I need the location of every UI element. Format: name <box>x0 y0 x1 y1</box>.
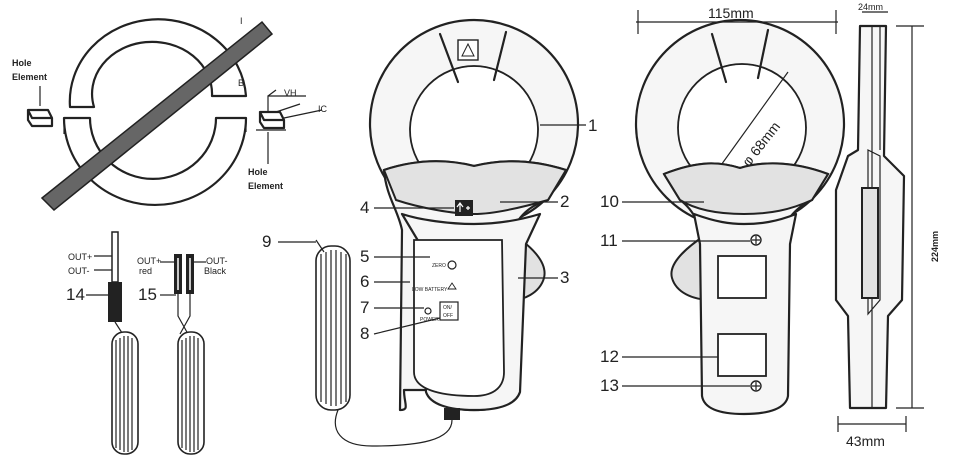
switch-top-label: ON/ <box>443 305 453 311</box>
back-view: φ 68mm 115mm 10 11 12 13 <box>600 5 846 416</box>
plug-14-pin <box>111 231 119 283</box>
dim-bottom: 43mm <box>846 433 885 449</box>
hole-element-left-chip <box>26 108 54 128</box>
side-view: 24mm 224mm 43mm <box>834 2 940 449</box>
front-collar <box>382 160 568 216</box>
power-led <box>424 307 432 315</box>
label-ic: IC <box>318 104 328 114</box>
callout-5: 5 <box>360 247 369 266</box>
back-label-plate-top <box>717 255 767 299</box>
plug-14-body <box>108 282 122 322</box>
callout-9: 9 <box>262 232 271 251</box>
callout-13: 13 <box>600 376 619 395</box>
callout-1: 1 <box>588 116 597 135</box>
conductor-rod <box>40 20 274 212</box>
banana-cables <box>177 294 191 335</box>
callout-4: 4 <box>360 198 369 217</box>
label-hole-left-1: Hole <box>12 58 32 68</box>
back-grip <box>692 212 798 416</box>
front-view: ZERO LOW BATTERY POWER ON/ OFF 1 2 3 4 5… <box>262 18 597 447</box>
label-out-minus-black-1: OUT- <box>206 256 228 266</box>
callout-10: 10 <box>600 192 619 211</box>
screw-bottom-cross <box>752 382 760 390</box>
callout-8: 8 <box>360 324 369 343</box>
hall-sensor-principle: Hole Element Hole Element I B VH IC <box>12 16 328 212</box>
current-direction-icon <box>455 200 473 216</box>
sensor-leads <box>267 89 323 119</box>
output-connectors: OUT+ OUT- 14 OUT+ red OUT- Black 15 <box>66 231 228 455</box>
label-hole-right-2: Element <box>248 181 283 191</box>
label-hole-right-1: Hole <box>248 167 268 177</box>
label-out-plus: OUT+ <box>68 252 92 262</box>
switch-bottom-label: OFF <box>443 313 453 319</box>
label-out-plus-red-2: red <box>139 266 152 276</box>
callout-6: 6 <box>360 272 369 291</box>
callout-3: 3 <box>560 268 569 287</box>
front-cable-coil-lines <box>320 250 347 406</box>
dim-height: 224mm <box>930 231 940 262</box>
label-out-minus-black-2: Black <box>204 266 227 276</box>
label-out-minus: OUT- <box>68 266 90 276</box>
screw-top-cross <box>752 236 760 244</box>
back-jaw-split <box>710 28 770 84</box>
callout-12: 12 <box>600 347 619 366</box>
front-jaw-opening-rim <box>409 65 539 131</box>
dim-top: 24mm <box>858 2 883 12</box>
zero-knob[interactable] <box>447 260 457 270</box>
callout-14: 14 <box>66 285 85 304</box>
current-direction-glyph <box>456 202 470 212</box>
callout-2: 2 <box>560 192 569 211</box>
label-hole-left-2: Element <box>12 72 47 82</box>
callout-8-pointer <box>373 317 441 335</box>
callout-15: 15 <box>138 285 157 304</box>
cable-coil-top <box>315 239 325 253</box>
cable-coil-14-lines <box>115 336 133 452</box>
front-jaw-split <box>438 30 508 84</box>
label-i: I <box>240 16 243 26</box>
label-vh: VH <box>284 88 297 98</box>
front-cable-gland <box>444 408 460 420</box>
hole-element-right-chip <box>258 110 286 130</box>
callout-7: 7 <box>360 298 369 317</box>
label-out-plus-red-1: OUT+ <box>137 256 161 266</box>
zero-label: ZERO <box>432 263 446 269</box>
back-jaw-opening-rim <box>677 63 807 129</box>
dim-width: 115mm <box>708 5 754 21</box>
label-b: B <box>238 78 244 88</box>
callout-11: 11 <box>600 231 618 250</box>
back-collar <box>662 162 830 216</box>
core-edge <box>63 118 247 134</box>
low-battery-indicator-icon <box>447 282 457 290</box>
warning-triangle <box>461 42 475 57</box>
power-switch[interactable] <box>439 301 459 321</box>
upper-core-half <box>68 18 248 109</box>
low-battery-label: LOW BATTERY <box>412 287 448 293</box>
side-trigger <box>861 187 879 299</box>
front-cable <box>334 409 453 447</box>
back-label-plate-bottom <box>717 333 767 377</box>
front-panel <box>413 239 505 397</box>
cable-coil-15-lines <box>181 336 199 452</box>
